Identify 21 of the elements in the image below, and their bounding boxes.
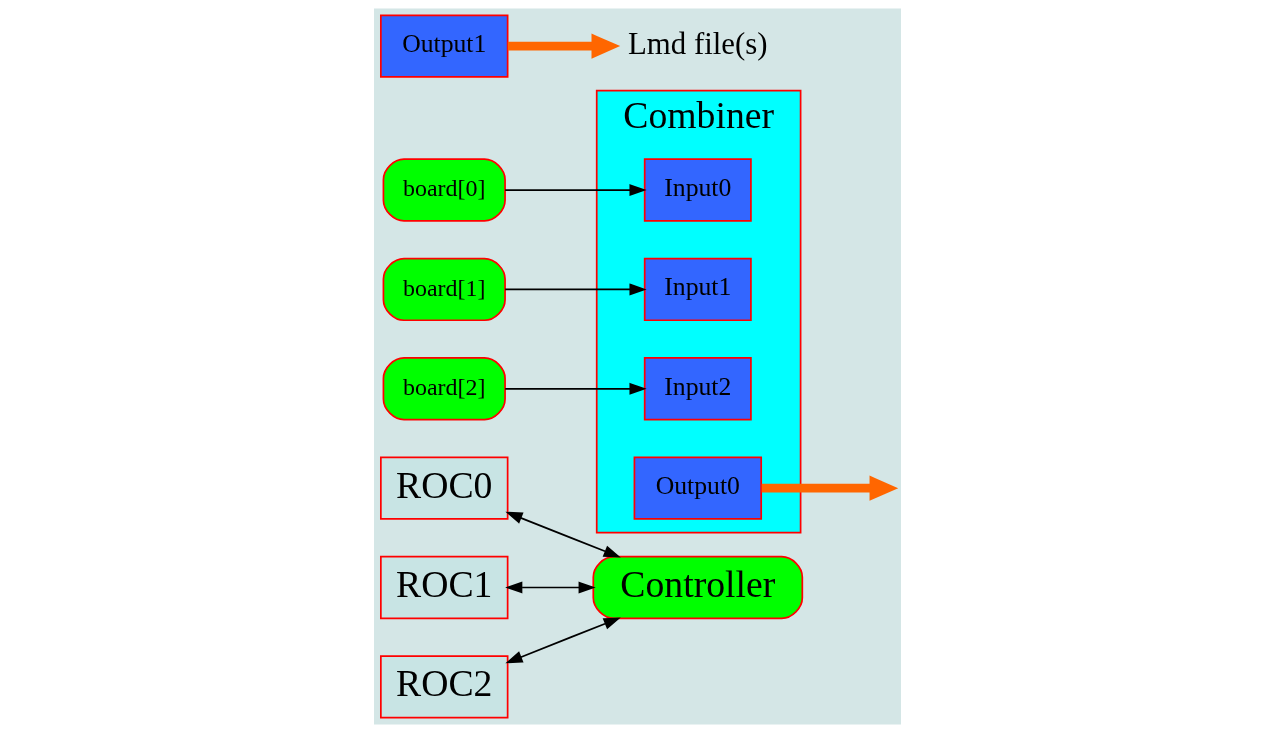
node-box: board[1] [382, 257, 506, 322]
arrow [504, 617, 621, 664]
node-box: Output0 [633, 456, 762, 520]
node-box: ROC2 [379, 655, 508, 719]
arrow [503, 184, 647, 197]
node-box: Output1 [379, 14, 508, 78]
arrow [504, 581, 596, 594]
arrow [503, 382, 647, 395]
node-box: ROC1 [379, 555, 508, 620]
arrow [761, 475, 898, 501]
node-text: Lmd file(s) [627, 26, 768, 61]
arrow [503, 283, 647, 296]
node-box: board[2] [382, 357, 506, 421]
arrow [504, 511, 621, 558]
arrow [507, 33, 620, 59]
node-box: Input0 [643, 158, 752, 222]
node-box: Controller [591, 555, 803, 620]
node-box: ROC0 [379, 456, 508, 520]
node-box: board[0] [382, 158, 506, 222]
node-box: Input2 [643, 357, 752, 421]
node-box: Input1 [643, 257, 752, 322]
